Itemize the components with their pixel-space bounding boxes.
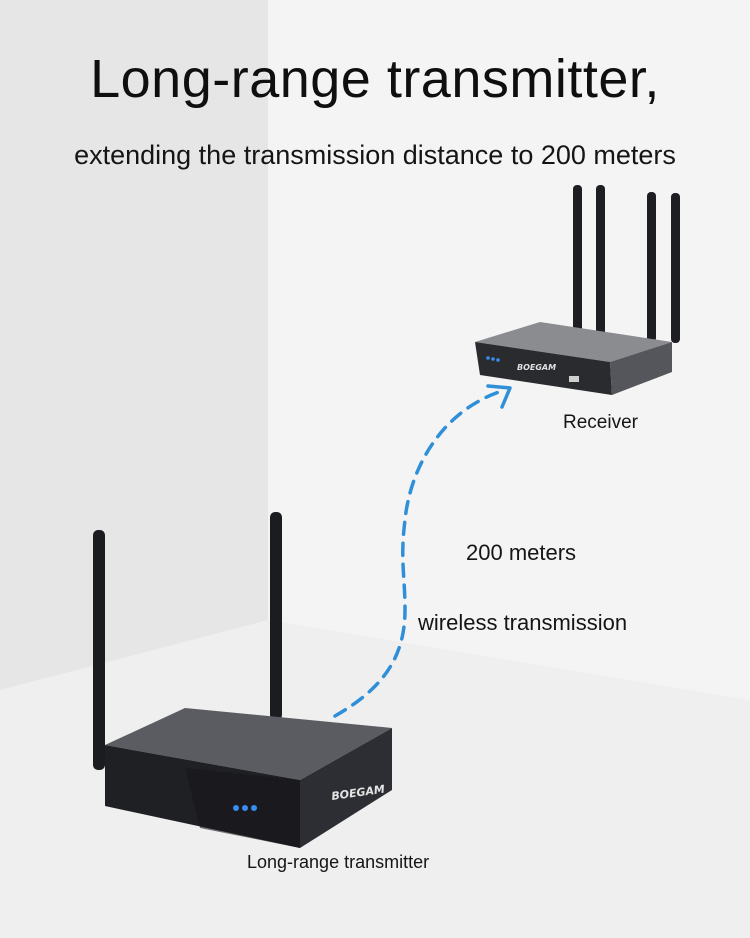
subheadline: extending the transmission distance to 2… xyxy=(74,140,676,170)
receiver-port-icon xyxy=(569,376,579,382)
receiver-antennas xyxy=(573,185,680,343)
headline: Long-range transmitter, xyxy=(90,49,660,109)
transmitter-device: BOEGAM xyxy=(105,708,392,848)
transmitter-label: Long-range transmitter xyxy=(247,852,430,872)
transmission-mode-label: wireless transmission xyxy=(418,610,628,635)
wireless-link-arrow xyxy=(333,388,507,718)
arrowhead-icon xyxy=(486,384,512,409)
receiver-label: Receiver xyxy=(563,412,638,433)
receiver-led xyxy=(486,356,490,360)
transmitter-antennas xyxy=(93,512,282,770)
receiver-device: BOEGAM xyxy=(475,322,672,395)
receiver-brand-logo: BOEGAM xyxy=(517,363,556,372)
transmitter-led xyxy=(233,805,239,811)
distance-label: 200 meters xyxy=(466,540,577,565)
